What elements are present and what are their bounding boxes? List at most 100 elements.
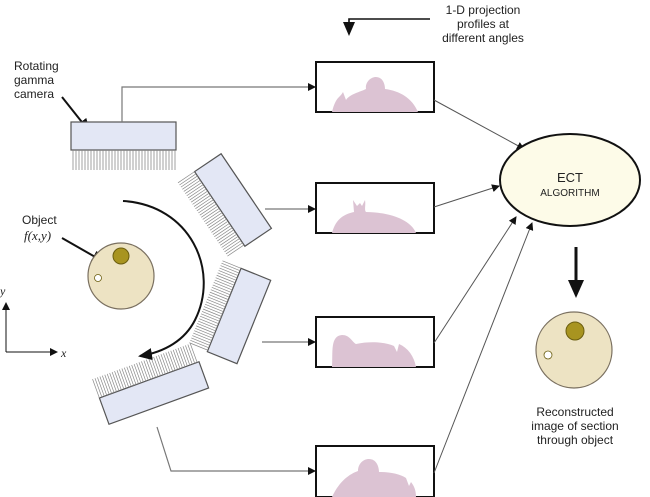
collimator-septum (185, 345, 193, 365)
reconstructed-label-line1: Reconstructed (536, 405, 613, 419)
collimator-septum (198, 318, 218, 327)
collimator-septum (153, 356, 161, 376)
profile-box-4 (315, 445, 435, 497)
collimator-septum (97, 377, 105, 397)
collimator-septum (158, 355, 166, 375)
object-label: Object (22, 213, 57, 227)
collimator-septum (211, 286, 231, 296)
object-phantom (87, 242, 155, 310)
collimator-septum (190, 340, 210, 349)
collimator-septum (221, 262, 241, 272)
collimator-septum (170, 350, 178, 370)
collimator-septum (222, 260, 242, 269)
projection-label-line1: 1-D projection (446, 3, 521, 17)
collimator-septum (218, 231, 236, 244)
collimator-septum (111, 371, 120, 391)
collimator-septum (116, 370, 125, 390)
connector-4 (156, 426, 316, 475)
collimator-septum (203, 210, 221, 222)
collimator-septum (206, 214, 224, 227)
object-function-label: f(x,y) (24, 228, 51, 243)
collimator-septum (208, 216, 226, 229)
x-axis-label: x (60, 346, 67, 360)
collimator-septum (218, 270, 238, 279)
collimator-septum (189, 342, 209, 351)
collimator-septum (177, 347, 186, 367)
collimator-septum (204, 303, 224, 312)
collimator-septum (180, 175, 198, 188)
profile-to-ect-line-1 (433, 99, 525, 150)
collimator-septum (217, 272, 237, 281)
collimator-septum (207, 296, 227, 305)
reconstructed-label: Reconstructed image of section through o… (531, 405, 618, 447)
ect-label-line1: ECT (557, 170, 583, 185)
collimator-septum (124, 367, 132, 387)
collimator-septum (224, 240, 242, 253)
profile-to-ect-line-4 (433, 222, 534, 474)
collimator-septum (138, 362, 147, 382)
collimator-septum (199, 315, 219, 325)
collimator-septum (187, 344, 196, 364)
collimator-septum (165, 352, 174, 372)
collimator-septum (196, 199, 214, 212)
camera-label-line2: gamma (14, 73, 54, 87)
collimator-septum (182, 346, 191, 366)
projection-label-line3: different angles (442, 31, 524, 45)
collimator-septum (227, 244, 245, 257)
gamma-camera-4 (98, 360, 210, 426)
collimator-septum (143, 360, 152, 380)
collimator-septum (192, 192, 210, 205)
collimator-septum (172, 349, 181, 369)
collimator-septum (200, 313, 220, 322)
collimator-septum (189, 188, 207, 201)
collimator-septum (211, 220, 229, 233)
collimator-septum (221, 236, 239, 248)
collimator-septum (208, 294, 228, 303)
collimator-septum (145, 359, 154, 379)
collimator-septum (199, 203, 217, 216)
collimator-septum (198, 201, 216, 214)
collimator-septum (109, 372, 117, 392)
collimator-septum (175, 348, 183, 368)
collimator-septum (209, 218, 227, 231)
collimator-septum (216, 274, 236, 284)
collimator-septum (212, 284, 232, 293)
ect-label-line2: ALGORITHM (540, 188, 599, 199)
collimator-septum (133, 363, 142, 383)
collimator-septum (180, 347, 188, 367)
collimator-septum (219, 233, 237, 246)
gamma-camera-1 (70, 121, 177, 170)
collimator-septum (192, 335, 211, 344)
collimator-septum (225, 242, 243, 255)
gamma-camera-2 (193, 152, 273, 248)
profile-box-2 (315, 182, 435, 234)
camera-label: Rotating gamma camera (14, 59, 59, 101)
gamma-camera-3 (206, 267, 272, 365)
collimator-septum (190, 190, 208, 203)
collimator-septum (183, 179, 201, 192)
collimator-septum (179, 173, 197, 186)
projection-profile (332, 459, 416, 497)
collimator-septum (195, 197, 213, 209)
collimator-septum (160, 354, 169, 374)
projection-profile (332, 335, 416, 367)
ect-algorithm-node: ECT ALGORITHM (499, 133, 641, 227)
collimator-septum (217, 229, 235, 242)
collimator-septum (92, 379, 100, 399)
collimator-septum (214, 225, 232, 238)
collimator-septum (212, 223, 230, 235)
collimator-septum (202, 207, 220, 220)
collimator-septum (102, 375, 110, 395)
coordinate-axes: x y (0, 284, 67, 360)
collimator-septum (197, 320, 217, 329)
collimator-septum (141, 361, 149, 381)
collimator-septum (150, 357, 159, 377)
collimator-septum (215, 227, 233, 240)
rotation-arrow (122, 200, 205, 361)
collimator-septum (148, 358, 156, 378)
collimator-septum (197, 323, 216, 332)
collimator-septum (194, 330, 213, 339)
collimator-4 (92, 343, 198, 399)
collimator-septum (128, 365, 137, 385)
